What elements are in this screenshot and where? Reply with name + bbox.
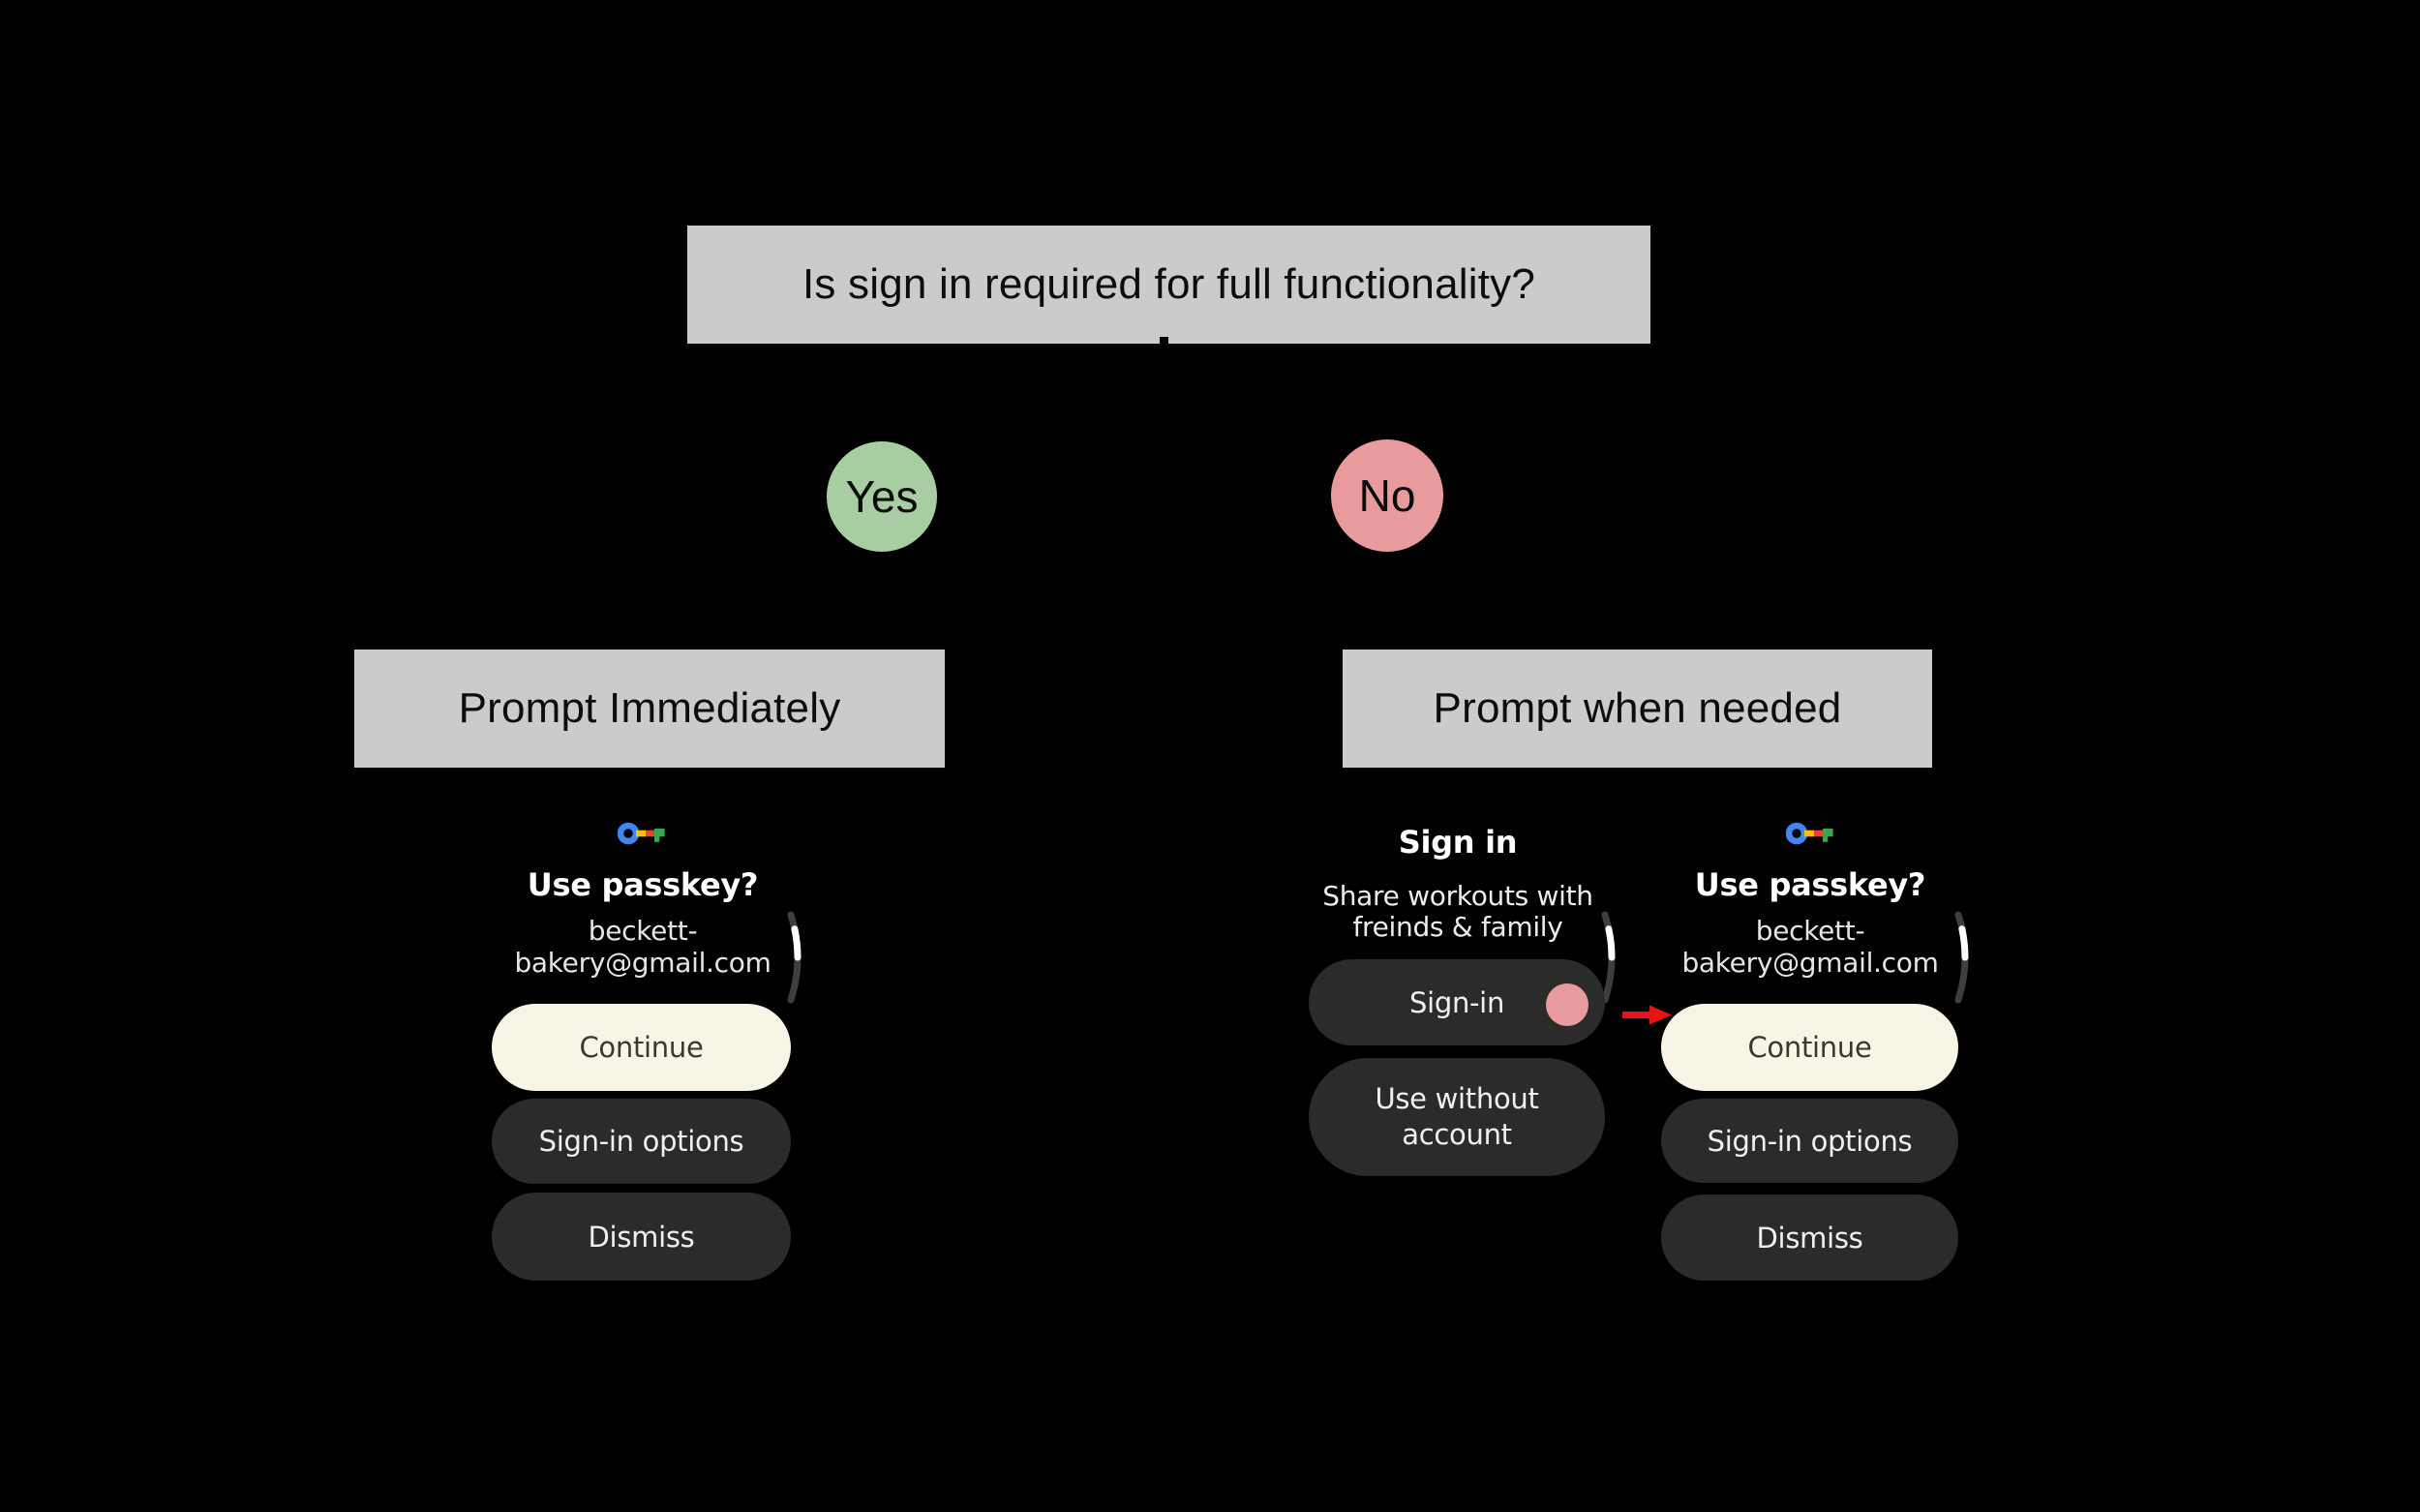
dismiss-label: Dismiss	[588, 1220, 695, 1254]
passkey-icon	[1786, 820, 1834, 848]
yes-label: Yes	[845, 471, 919, 522]
prompt-immediately-node: Prompt Immediately	[354, 650, 945, 768]
sign-in-options-button[interactable]: Sign-in options	[492, 1099, 791, 1184]
tap-indicator-dot	[1546, 983, 1588, 1026]
dismiss-label: Dismiss	[1756, 1221, 1863, 1255]
email-line2: bakery@gmail.com	[1681, 947, 1939, 979]
screen-subtitle: Share workouts with freinds & family	[1297, 881, 1618, 943]
prompt-immediately-label: Prompt Immediately	[458, 684, 841, 732]
yes-node: Yes	[827, 441, 937, 552]
subtitle-line1: Share workouts with	[1322, 880, 1593, 912]
scroll-indicator[interactable]	[1950, 911, 1979, 1004]
prompt-when-needed-label: Prompt when needed	[1433, 684, 1842, 732]
scroll-indicator[interactable]	[782, 911, 811, 1004]
continue-label: Continue	[1747, 1031, 1872, 1064]
screen-title: Sign in	[1398, 824, 1518, 861]
watch-screen-passkey-immediate: Use passkey? beckett- bakery@gmail.com C…	[482, 813, 803, 1297]
screen-title: Use passkey?	[1694, 866, 1926, 903]
no-label: No	[1358, 470, 1416, 521]
use-without-line2: account	[1402, 1118, 1512, 1151]
question-node: Is sign in required for full functionali…	[687, 226, 1650, 344]
question-text: Is sign in required for full functionali…	[802, 260, 1535, 308]
passkey-icon	[618, 820, 666, 848]
sign-in-label: Sign-in	[1408, 985, 1505, 1019]
account-email: beckett- bakery@gmail.com	[1649, 915, 1971, 979]
use-without-line1: Use without	[1375, 1082, 1539, 1115]
sign-in-options-label: Sign-in options	[1707, 1124, 1913, 1158]
continue-button[interactable]: Continue	[492, 1004, 791, 1091]
connector-stub-question	[1160, 337, 1168, 346]
account-email: beckett- bakery@gmail.com	[482, 915, 803, 979]
red-arrow-right-icon	[1622, 1002, 1673, 1028]
email-line1: beckett-	[1755, 915, 1865, 947]
sign-in-button[interactable]: Sign-in	[1309, 959, 1605, 1045]
email-line1: beckett-	[588, 915, 698, 947]
sign-in-options-button[interactable]: Sign-in options	[1661, 1099, 1958, 1183]
sign-in-options-label: Sign-in options	[538, 1125, 744, 1158]
watch-screen-sign-in: Sign in Share workouts with freinds & fa…	[1297, 813, 1618, 1297]
no-node: No	[1331, 439, 1443, 552]
dismiss-button[interactable]: Dismiss	[492, 1193, 791, 1281]
screen-title: Use passkey?	[527, 866, 759, 903]
subtitle-line2: freinds & family	[1352, 911, 1563, 943]
use-without-account-button[interactable]: Use without account	[1309, 1058, 1605, 1176]
dismiss-button[interactable]: Dismiss	[1661, 1194, 1958, 1281]
watch-screen-passkey-when-needed: Use passkey? beckett- bakery@gmail.com C…	[1649, 813, 1971, 1297]
email-line2: bakery@gmail.com	[514, 947, 771, 979]
prompt-when-needed-node: Prompt when needed	[1343, 650, 1932, 768]
continue-button[interactable]: Continue	[1661, 1004, 1958, 1091]
continue-label: Continue	[579, 1031, 704, 1064]
scroll-indicator[interactable]	[1596, 911, 1625, 1004]
